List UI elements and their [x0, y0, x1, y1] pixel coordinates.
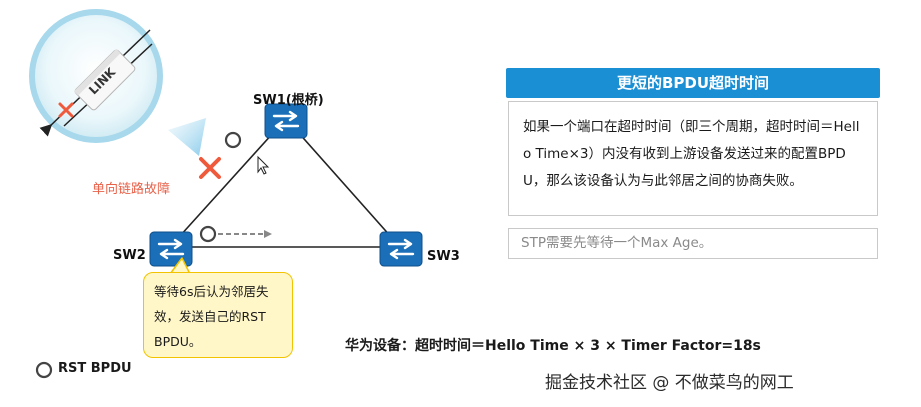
- bpdu-circle-icon: [224, 131, 242, 149]
- sw2-label: SW2: [113, 248, 146, 263]
- switch-icon-sw3[interactable]: [379, 231, 423, 267]
- watermark: 掘金技术社区 @ 不做菜鸟的网工: [545, 373, 794, 393]
- magnifier-beam: [168, 118, 206, 156]
- callout-box: 等待6s后认为邻居失效，发送自己的RST BPDU。: [143, 272, 293, 358]
- dashed-arrow-head: [264, 230, 272, 238]
- sw3-label: SW3: [427, 249, 460, 264]
- panel-body: 如果一个端口在超时时间（即三个周期，超时时间＝Hello Time×3）内没有收…: [508, 101, 878, 216]
- sw1-label: SW1(根桥): [253, 93, 324, 108]
- cross-icon: [58, 102, 74, 118]
- magnifier-lens: LINK: [29, 9, 163, 143]
- cursor-icon: [257, 155, 270, 175]
- link-sw1-sw2: [169, 121, 284, 248]
- bpdu-circle-icon-2: [199, 225, 217, 243]
- formula-text: 华为设备：超时时间＝Hello Time × 3 × Timer Factor=…: [345, 338, 761, 354]
- callout-text: 等待6s后认为邻居失效，发送自己的RST BPDU。: [154, 284, 269, 349]
- link-sw1-sw3: [288, 121, 401, 248]
- fault-label: 单向链路故障: [92, 182, 171, 197]
- fault-cross-icon: [199, 157, 221, 179]
- panel-note: STP需要先等待一个Max Age。: [508, 228, 878, 259]
- panel-title: 更短的BPDU超时时间: [506, 68, 880, 98]
- legend-circle-icon: [35, 361, 53, 379]
- switch-icon-sw2[interactable]: [149, 231, 193, 267]
- legend-label: RST BPDU: [58, 361, 132, 376]
- switch-icon-sw1[interactable]: [264, 103, 308, 139]
